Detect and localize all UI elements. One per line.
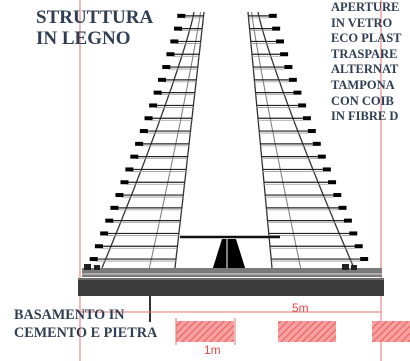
- wing-rung-end-block: [170, 39, 179, 44]
- note-line-2: IN VETRO: [331, 15, 393, 30]
- wing-rung-end-block: [280, 52, 289, 57]
- structure-title-line-1: STRUTTURA: [36, 7, 154, 28]
- dimension-label-5m: 5m: [292, 301, 309, 315]
- wing-rung-end-block: [312, 141, 321, 146]
- wing-rung-end-block: [125, 167, 134, 172]
- wing-rung-end-block: [333, 193, 342, 198]
- wing-rung-end-block: [89, 257, 98, 262]
- wing-middle-rail: [148, 11, 201, 269]
- wing-rung-end-block: [149, 103, 158, 108]
- base-top-layer: [82, 268, 382, 277]
- wing-rung-end-block: [94, 244, 103, 249]
- wing-rung-end-block: [110, 205, 119, 210]
- wing-rung-end-block: [272, 26, 281, 31]
- left-timber-wing: [89, 11, 205, 269]
- wing-rung-end-block: [153, 90, 162, 95]
- wing-rung-end-block: [115, 193, 124, 198]
- wing-rung-end-block: [293, 90, 302, 95]
- wing-rung-end-block: [130, 154, 139, 159]
- wing-rung-end-block: [105, 218, 114, 223]
- wing-outer-rail: [101, 11, 195, 269]
- material-notes: APERTURE IN VETRO ECO PLAST TRASPARE ALT…: [331, 0, 402, 125]
- wing-rung-end-block: [135, 141, 144, 146]
- dimension-label-1m: 1m: [204, 343, 221, 357]
- wing-rung-end-block: [162, 65, 171, 70]
- right-timber-wing: [247, 11, 369, 269]
- scale-bar-segment: [278, 321, 336, 342]
- wing-rung-end-block: [354, 244, 363, 249]
- wing-rung-end-block: [166, 52, 175, 57]
- wing-rung-end-block: [360, 257, 369, 262]
- base-plinth: [78, 264, 384, 296]
- wing-rung-end-block: [322, 167, 331, 172]
- base-label: BASAMENTO IN CEMENTO E PIETRA: [14, 306, 157, 342]
- wing-rung-end-block: [328, 180, 337, 185]
- wing-rung-end-block: [302, 116, 311, 121]
- wing-rung-end-block: [100, 231, 109, 236]
- structure-title: STRUTTURA IN LEGNO: [36, 7, 153, 49]
- scale-bar-segment: [176, 321, 234, 342]
- note-line-8: IN FIBRE D: [331, 109, 399, 124]
- wing-rung-end-block: [307, 129, 316, 134]
- scale-bar-segment: [372, 321, 410, 342]
- wing-rung-end-block: [317, 154, 326, 159]
- base-end-blocks: [84, 264, 357, 270]
- wing-rung-end-block: [275, 39, 284, 44]
- base-label-line-1: BASAMENTO IN: [14, 307, 125, 323]
- note-line-6: TAMPONA: [331, 77, 395, 92]
- base-label-line-2: CEMENTO E PIETRA: [14, 325, 158, 341]
- wing-middle-rail: [251, 11, 302, 269]
- note-line-4: TRASPARE: [331, 46, 398, 61]
- wing-rung-end-block: [144, 116, 153, 121]
- wing-rung-end-block: [284, 65, 293, 70]
- wing-rung-end-block: [174, 26, 183, 31]
- wing-rung-end-block: [343, 218, 352, 223]
- wing-rung-end-block: [288, 77, 297, 82]
- wing-rung-end-block: [120, 180, 129, 185]
- support-pedestal: [211, 239, 247, 274]
- structure-title-line-2: IN LEGNO: [36, 28, 131, 49]
- note-line-1: APERTURE: [331, 0, 400, 14]
- central-support: [180, 235, 280, 274]
- note-line-5: ALTERNAT: [331, 62, 399, 77]
- wing-rung-end-block: [349, 231, 358, 236]
- wing-rung-end-block: [338, 205, 347, 210]
- wing-rung-end-block: [268, 13, 277, 18]
- note-line-3: ECO PLAST: [331, 31, 402, 46]
- wing-rung-end-block: [298, 103, 307, 108]
- note-line-7: CON COIB: [331, 93, 394, 108]
- wing-rung-end-block: [177, 13, 186, 18]
- wing-rung-end-block: [158, 77, 167, 82]
- base-slab: [78, 278, 384, 296]
- wing-inner-rail: [174, 11, 205, 269]
- wing-rung-end-block: [139, 129, 148, 134]
- scale-bar: [176, 321, 410, 342]
